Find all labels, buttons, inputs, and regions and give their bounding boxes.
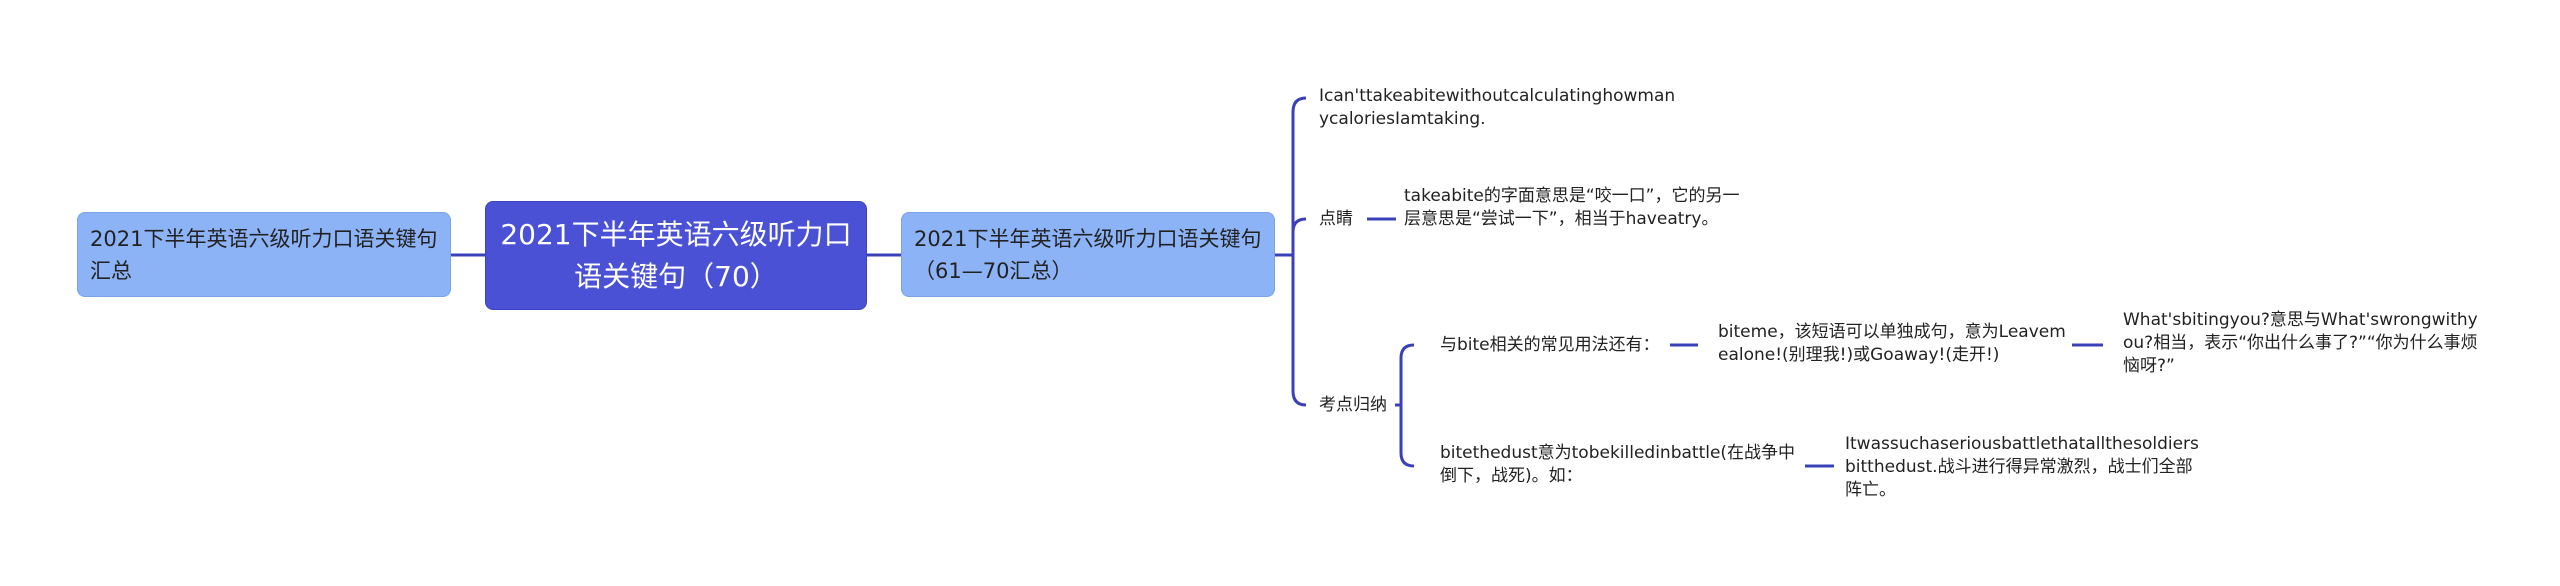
root-node[interactable]: 2021下半年英语六级听力口语关键句（70） (485, 201, 867, 310)
usage-node[interactable]: 与bite相关的常见用法还有： (1440, 335, 1660, 355)
root-node-label: 2021下半年英语六级听力口语关键句（70） (500, 217, 852, 293)
summary-node[interactable]: 考点归纳 (1319, 395, 1387, 415)
whats-biting-node[interactable]: What'sbitingyou?意思与What'swrongwithyou?相当… (2123, 310, 2478, 376)
example-node[interactable]: Itwassuchaseriousbattlethatallthesoldier… (1845, 434, 2199, 500)
left-summary-node[interactable]: 2021下半年英语六级听力口语关键句汇总 (77, 212, 451, 297)
left-summary-node-label: 2021下半年英语六级听力口语关键句汇总 (90, 226, 438, 283)
right-summary-node[interactable]: 2021下半年英语六级听力口语关键句（61—70汇总） (901, 212, 1275, 297)
highlight-text-node[interactable]: takeabite的字面意思是“咬一口”，它的另一层意思是“尝试一下”，相当于h… (1404, 186, 1740, 229)
bite-the-dust-node[interactable]: bitethedust意为tobekilledinbattle(在战争中倒下，战… (1440, 443, 1796, 486)
right-summary-node-label: 2021下半年英语六级听力口语关键句（61—70汇总） (914, 226, 1262, 283)
biteme-node[interactable]: biteme，该短语可以单独成句，意为Leavemealone!(别理我!)或G… (1718, 322, 2066, 365)
sentence-node[interactable]: Ican'ttakeabitewithoutcalculatinghowmany… (1319, 86, 1676, 129)
highlight-node[interactable]: 点睛 (1319, 209, 1353, 229)
